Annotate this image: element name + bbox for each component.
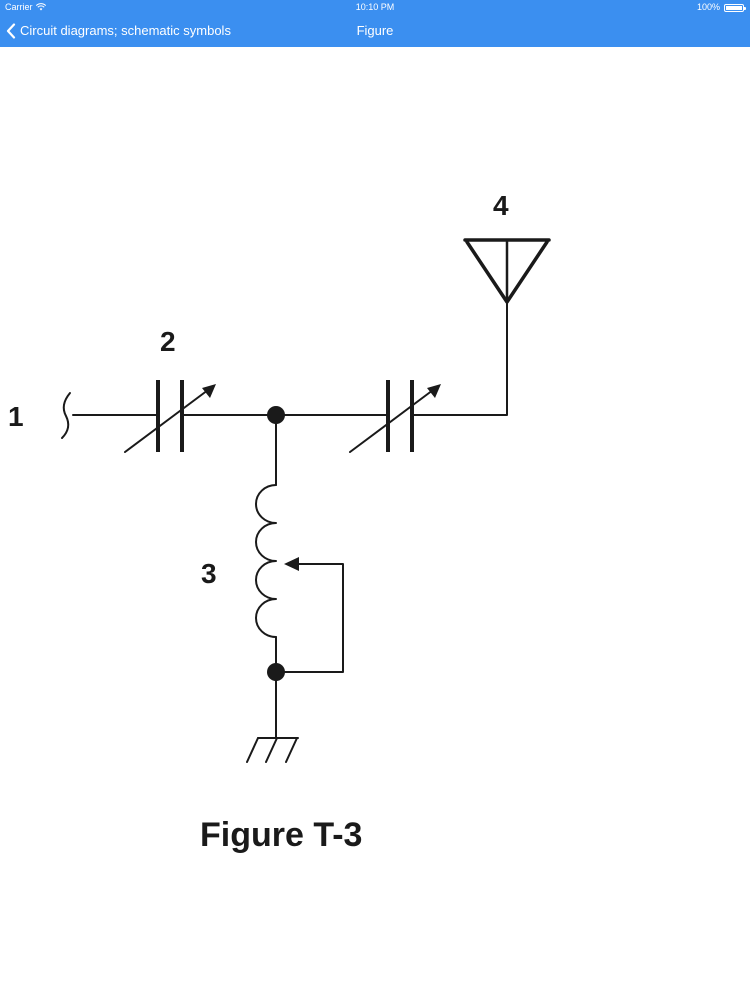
- capacitor-2-arrowhead: [202, 384, 216, 398]
- status-time: 10:10 PM: [355, 2, 395, 12]
- junction-dot-bottom: [267, 663, 285, 681]
- status-left: Carrier: [5, 0, 46, 14]
- circuit-diagram: 1 2 3 4 Figure T-3: [8, 190, 551, 854]
- battery-percent: 100%: [696, 2, 720, 12]
- figure-view: 1 2 3 4 Figure T-3: [0, 47, 750, 1000]
- junction-dot-top: [267, 406, 285, 424]
- ground-stroke-1: [246, 737, 259, 763]
- inductor-3-coils: [255, 484, 277, 638]
- navigation-bar: Circuit diagrams; schematic symbols Figu…: [0, 14, 750, 47]
- chevron-left-icon: [6, 22, 16, 39]
- inductor-tap-arrowhead: [284, 557, 299, 571]
- battery-icon: [724, 3, 746, 12]
- status-right: 100%: [696, 0, 746, 14]
- figure-caption: Figure T-3: [200, 816, 362, 854]
- ground-stroke-2: [265, 737, 278, 763]
- capacitor-right-arrowhead: [427, 384, 441, 398]
- ground-stroke-3: [285, 737, 298, 763]
- inductor-tap-wire: [275, 563, 344, 673]
- capacitor-right-arrow-line: [349, 389, 434, 453]
- app-header: Carrier 10:10 PM 100% Circuit diagrams; …: [0, 0, 750, 47]
- capacitor-2-arrow-line: [124, 389, 209, 453]
- back-button[interactable]: Circuit diagrams; schematic symbols: [6, 14, 231, 47]
- label-1: 1: [8, 401, 24, 432]
- label-3: 3: [201, 558, 217, 589]
- back-button-label: Circuit diagrams; schematic symbols: [20, 23, 231, 38]
- wifi-icon: [35, 3, 46, 11]
- battery-fill: [726, 5, 742, 10]
- label-2: 2: [160, 326, 176, 357]
- status-bar: Carrier 10:10 PM 100%: [0, 0, 750, 14]
- wire-to-antenna: [411, 299, 508, 416]
- label-4: 4: [493, 190, 509, 221]
- antenna-sides: [465, 240, 549, 304]
- carrier-label: Carrier: [5, 2, 33, 12]
- terminal-1-wave: [61, 392, 71, 439]
